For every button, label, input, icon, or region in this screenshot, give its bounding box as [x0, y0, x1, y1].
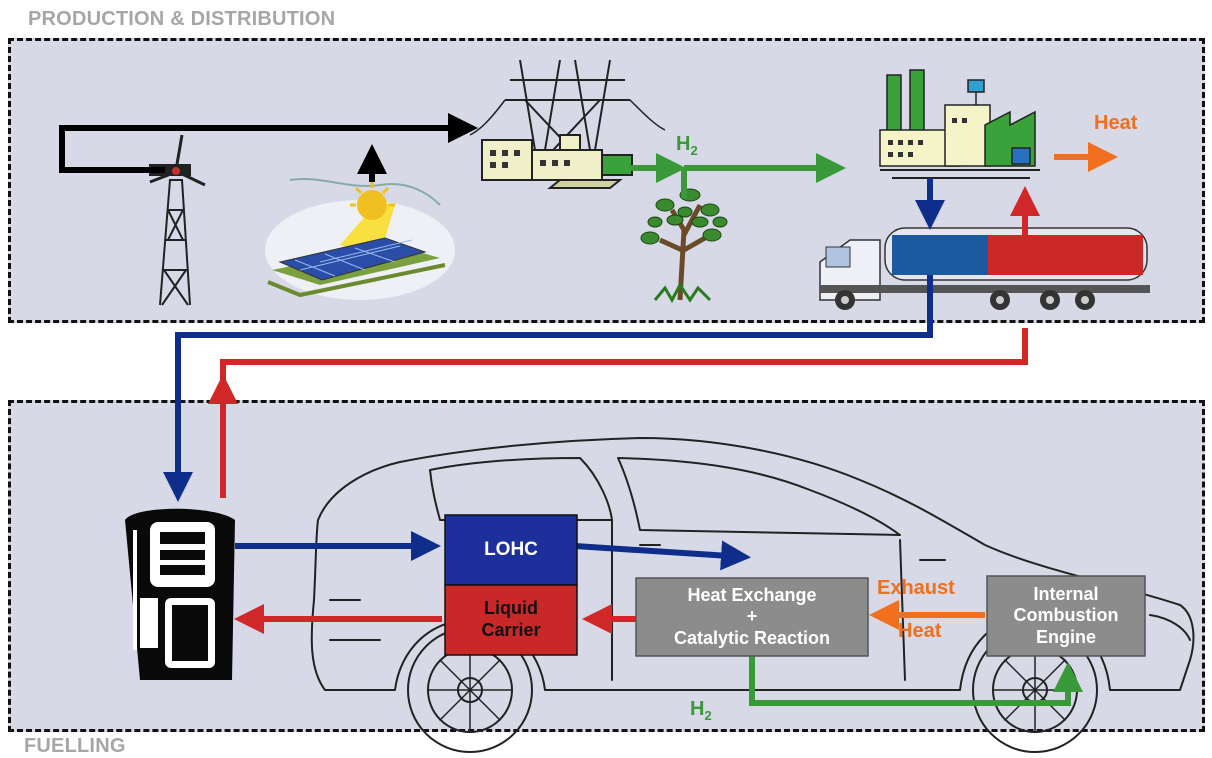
- lohc-box: [444, 514, 578, 586]
- blue-flow: [163, 178, 945, 571]
- liquid-carrier-box: [444, 584, 578, 656]
- heat-exchange-box: [635, 577, 869, 657]
- wind-turbine-icon: [149, 134, 206, 306]
- tree-icon: [640, 188, 728, 304]
- section-title-fuelling: FUELLING: [24, 735, 126, 757]
- heat-label-car: Heat: [898, 620, 942, 642]
- solar-panel-icon: [265, 178, 455, 300]
- heat-label-top: Heat: [1094, 112, 1138, 134]
- lohc-label: LOHC: [484, 538, 538, 560]
- fuel-pump-icon: [125, 508, 235, 680]
- green-h2-flow: [630, 153, 1083, 706]
- orange-heat-flow: [869, 142, 1118, 630]
- factory-icon: [879, 69, 1040, 179]
- liquid-carrier-label: Liquid Carrier: [481, 598, 541, 640]
- red-flow: [208, 186, 1040, 634]
- h2-label-bottom: H2: [690, 698, 712, 723]
- h2-label-top: H2: [676, 133, 698, 158]
- power-grid-icon: [469, 59, 666, 189]
- black-energy-flow: [59, 113, 478, 182]
- engine-box: [986, 575, 1146, 657]
- exhaust-label: Exhaust: [877, 577, 955, 599]
- engine-label: Internal Combustion Engine: [1013, 583, 1119, 647]
- tanker-truck-icon: [819, 227, 1150, 310]
- section-title-production: PRODUCTION & DISTRIBUTION: [28, 8, 336, 30]
- heat-exchange-label: Heat Exchange + Catalytic Reaction: [673, 584, 831, 648]
